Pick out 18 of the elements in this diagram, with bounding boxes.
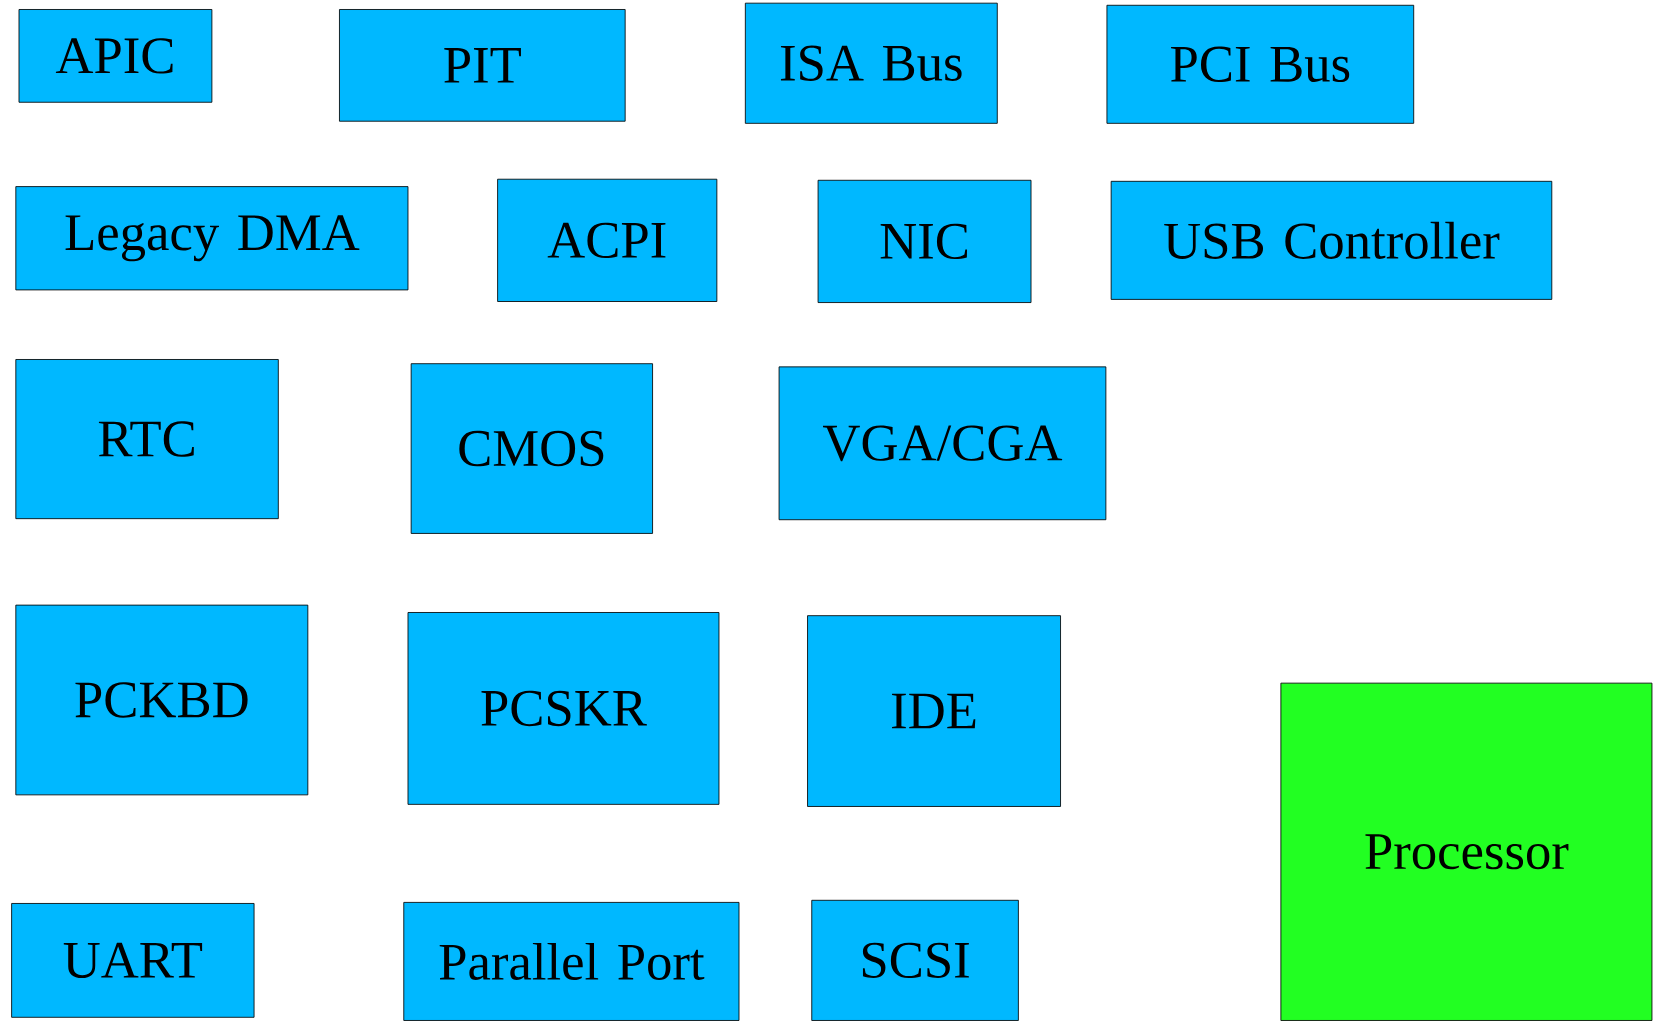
device-box: ACPI	[497, 179, 718, 303]
device-box: APIC	[18, 9, 213, 103]
device-box: Parallel Port	[403, 902, 740, 1022]
device-box: VGA/CGA	[778, 366, 1107, 521]
processor-box: Processor	[1280, 682, 1653, 1022]
device-box: PCSKR	[407, 612, 720, 805]
device-box: RTC	[15, 359, 279, 520]
device-box: UART	[11, 903, 255, 1018]
device-box: NIC	[817, 180, 1032, 304]
device-box: Legacy DMA	[15, 186, 409, 291]
device-box: PCKBD	[15, 604, 309, 796]
device-box: USB Controller	[1110, 181, 1553, 301]
device-box: PCI Bus	[1106, 5, 1415, 124]
device-box: ISA Bus	[744, 3, 998, 124]
device-box: IDE	[807, 615, 1061, 808]
device-box: CMOS	[410, 363, 653, 535]
device-box: SCSI	[811, 900, 1019, 1022]
device-box: PIT	[339, 9, 626, 122]
